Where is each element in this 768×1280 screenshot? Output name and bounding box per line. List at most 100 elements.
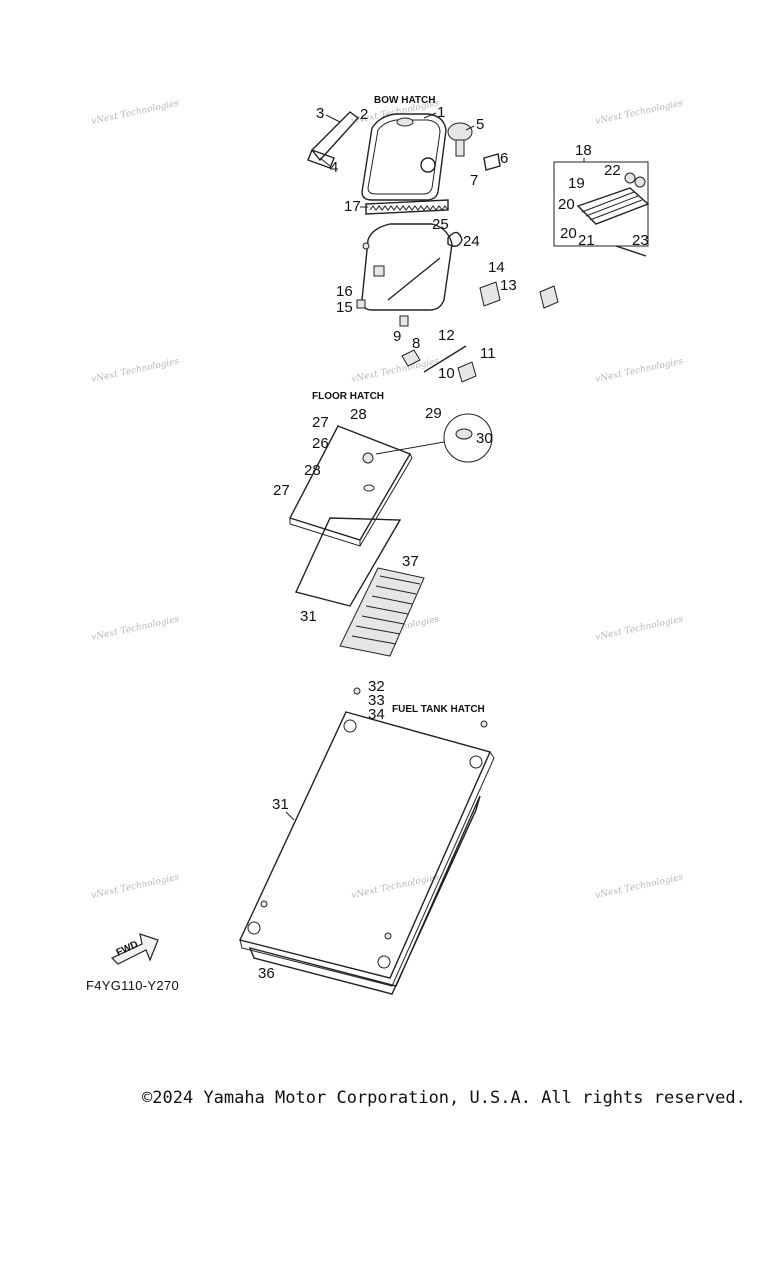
- watermark: vNext Technologies: [595, 614, 685, 642]
- lid-hole: [343, 719, 357, 733]
- bolt: [260, 900, 268, 908]
- floor-hatch-gasket: [295, 517, 402, 607]
- spacer: [399, 315, 409, 327]
- callout-10: 10: [438, 365, 455, 382]
- screw: [362, 242, 370, 250]
- callout-16: 16: [336, 283, 353, 300]
- diagram-code: F4YG110-Y270: [86, 978, 179, 993]
- section-title-bow-hatch: BOW HATCH: [374, 95, 435, 106]
- callout-36: 36: [258, 965, 275, 982]
- floor-hatch-screw: [362, 452, 374, 464]
- callout-27b: 27: [273, 482, 290, 499]
- leader-4: [319, 157, 331, 167]
- callouts-bow-hatch: 1 2 3 4 5 6 7 17 18 19 20 20 21 22 23 24…: [316, 104, 649, 382]
- latch-assembly-alt: [539, 285, 559, 309]
- washer: [624, 172, 636, 184]
- rod: [615, 245, 647, 257]
- gas-strut-mount: [373, 265, 385, 277]
- callout-1: 1: [437, 104, 445, 121]
- callouts-fuel-tank-hatch: 32 33 34 31 36: [258, 678, 385, 982]
- callout-33: 32: [368, 678, 385, 695]
- callout-29: 29: [425, 405, 442, 422]
- floor-hatch-lid-edge: [289, 453, 413, 547]
- callout-28a: 28: [350, 406, 367, 423]
- copyright-notice: ©2024 Yamaha Motor Corporation, U.S.A. A…: [142, 1088, 746, 1108]
- callout-12: 12: [438, 327, 455, 344]
- callout-7: 7: [470, 172, 478, 189]
- watermark: vNext Technologies: [91, 98, 181, 126]
- gas-strut: [423, 345, 467, 373]
- leader-1: [423, 112, 437, 119]
- fwd-arrow-icon: FWD: [110, 933, 159, 965]
- callout-19: 19: [568, 175, 585, 192]
- callout-8: 8: [412, 335, 420, 352]
- watermark: vNext Technologies: [91, 614, 181, 642]
- mesh-lines: [351, 575, 421, 645]
- callout-21: 21: [578, 232, 595, 249]
- watermark: vNext Technologies: [595, 356, 685, 384]
- watermark: vNext Technologies: [595, 98, 685, 126]
- section-title-floor-hatch: FLOOR HATCH: [312, 391, 384, 402]
- callout-13: 13: [500, 277, 517, 294]
- callouts-floor-hatch: 29 30 27 28 26 28 27 31 37: [273, 405, 493, 625]
- floor-hatch-lid: [288, 425, 412, 541]
- seal-loop: [447, 231, 463, 247]
- callout-14: 14: [488, 259, 505, 276]
- clip: [483, 153, 501, 171]
- callout-25: 25: [432, 216, 449, 233]
- leader-5: [465, 125, 475, 131]
- leader-32: [285, 811, 295, 821]
- lid-hole: [377, 955, 391, 969]
- callout-5: 5: [476, 116, 484, 133]
- callout-4: 4: [330, 159, 338, 176]
- callout-20b: 20: [560, 225, 577, 242]
- bracket-lower: [457, 361, 477, 383]
- watermark: vNext Technologies: [351, 872, 441, 900]
- hinge-bracket: [311, 111, 360, 162]
- callout-27a: 27: [312, 414, 329, 431]
- frame-strut: [387, 257, 441, 301]
- callout-3: 3: [316, 105, 324, 122]
- bracket: [401, 349, 421, 367]
- callout-37: 37: [402, 553, 419, 570]
- leader-3: [325, 114, 341, 123]
- lid-hole: [247, 921, 261, 935]
- callout-26: 26: [312, 435, 329, 452]
- callout-2: 2: [360, 106, 368, 123]
- callout-31: 31: [300, 608, 317, 625]
- bow-hatch-lid: [361, 113, 447, 201]
- cap: [447, 122, 473, 142]
- callout-23: 23: [632, 232, 649, 249]
- callout-18: 18: [575, 142, 592, 159]
- floor-hatch-ring: [363, 484, 375, 492]
- callout-9: 9: [393, 328, 401, 345]
- washer: [634, 176, 646, 188]
- bolt: [480, 720, 488, 728]
- tray-bars: [581, 191, 643, 221]
- callout-35: 34: [368, 706, 385, 723]
- fuel-tank-hatch-lid-edge: [239, 751, 495, 987]
- watermark: vNext Technologies: [91, 356, 181, 384]
- lid-latch: [396, 117, 414, 127]
- mesh-mat: [339, 567, 425, 657]
- callout-20a: 20: [558, 196, 575, 213]
- lid-hole: [469, 755, 483, 769]
- fuel-tank-hatch-lid: [239, 711, 491, 979]
- drain-plug: [455, 428, 473, 440]
- grommet: [356, 299, 366, 309]
- callout-22: 22: [604, 162, 621, 179]
- watermark: vNext Technologies: [595, 872, 685, 900]
- callout-30: 30: [476, 430, 493, 447]
- cap-stem: [455, 139, 465, 157]
- callout-6: 6: [500, 150, 508, 167]
- callout-17: 17: [344, 198, 361, 215]
- watermark: vNext Technologies: [91, 872, 181, 900]
- bolt: [353, 687, 361, 695]
- callout-28b: 28: [304, 462, 321, 479]
- bow-hatch-frame: [361, 223, 453, 311]
- leader-29-30: [375, 441, 445, 455]
- bolt: [384, 932, 392, 940]
- hinge-plate: [307, 149, 335, 169]
- fuel-tank-hatch-gasket: [248, 795, 481, 995]
- lid-drain-plug: [420, 157, 436, 173]
